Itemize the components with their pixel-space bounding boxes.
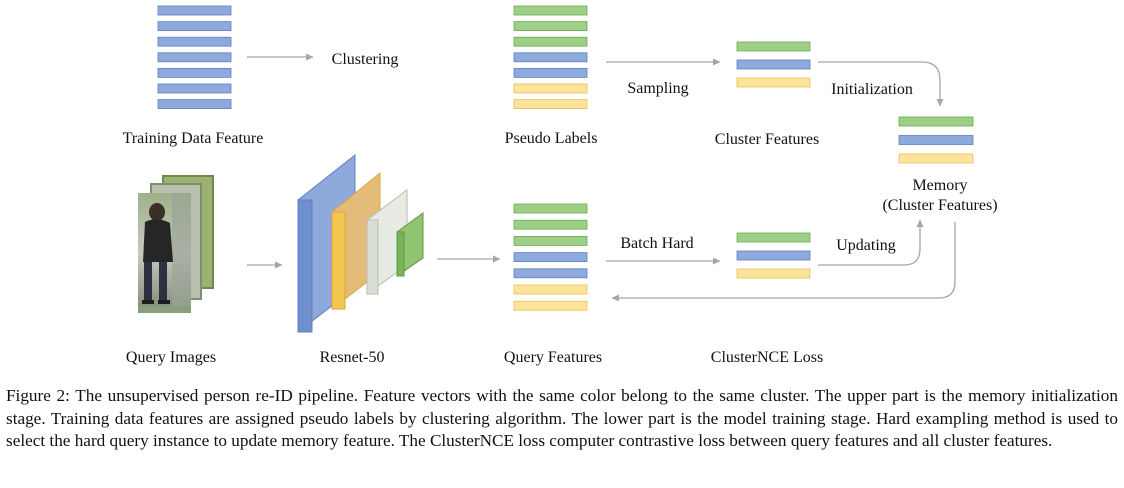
feature-bar-blue: [736, 59, 811, 70]
label-memory-subtitle: (Cluster Features): [882, 197, 997, 214]
label-pseudo-labels: Pseudo Labels: [505, 130, 598, 147]
feature-bar-green: [513, 5, 588, 16]
clusternce-loss-stack: [736, 232, 811, 279]
label-batch-hard: Batch Hard: [620, 235, 693, 252]
feature-bar-yellow: [513, 99, 588, 109]
label-memory: Memory: [912, 177, 967, 194]
feature-bar-yellow: [736, 268, 811, 279]
label-initialization: Initialization: [831, 81, 913, 98]
feature-bar-yellow: [736, 77, 811, 88]
pipeline-diagram: Training Data Feature Clustering Pseudo …: [123, 5, 998, 366]
feature-bar-blue: [513, 268, 588, 279]
arrow-initialization: [818, 61, 944, 107]
resnet50-blocks: [297, 153, 424, 334]
feature-bar-green: [513, 203, 588, 214]
label-training-data-feature: Training Data Feature: [123, 130, 264, 147]
feature-bar-blue: [157, 52, 232, 63]
query-images-picture: [138, 175, 214, 313]
feature-bar-blue: [157, 99, 232, 109]
feature-bar-yellow: [513, 284, 588, 295]
feature-bar-blue: [157, 83, 232, 94]
feature-bar-blue: [157, 36, 232, 47]
figure-caption: Figure 2: The unsupervised person re-ID …: [6, 386, 1118, 451]
feature-bar-yellow: [513, 83, 588, 94]
feature-bar-blue: [513, 252, 588, 263]
feature-bar-blue: [157, 21, 232, 32]
feature-bar-yellow: [513, 300, 588, 311]
feature-bar-blue: [157, 5, 232, 16]
feature-bar-green: [736, 232, 811, 243]
feature-bar-green: [513, 36, 588, 47]
label-clusternce-loss: ClusterNCE Loss: [711, 349, 823, 366]
label-clustering: Clustering: [332, 51, 399, 68]
query-features-stack: [513, 203, 588, 311]
arrow-memory-to-query-features: [611, 222, 956, 302]
feature-bar-blue: [513, 52, 588, 63]
feature-bar-blue: [736, 250, 811, 261]
feature-bar-green: [513, 21, 588, 32]
feature-bar-yellow: [898, 153, 974, 164]
feature-bar-blue: [157, 68, 232, 78]
feature-bar-blue: [898, 135, 974, 145]
arrow-updating: [818, 219, 924, 266]
feature-bar-green: [736, 41, 811, 52]
training-data-feature-stack: [157, 5, 232, 109]
label-cluster-features: Cluster Features: [715, 131, 819, 148]
label-resnet50: Resnet-50: [320, 349, 385, 366]
label-sampling: Sampling: [627, 80, 688, 97]
pseudo-labels-stack: [513, 5, 588, 109]
arrows: [247, 53, 956, 302]
label-query-images: Query Images: [126, 349, 216, 366]
feature-bar-blue: [513, 68, 588, 78]
label-updating: Updating: [836, 237, 896, 254]
feature-bar-green: [898, 116, 974, 127]
cluster-features-stack: [736, 41, 811, 88]
feature-bar-green: [513, 219, 588, 230]
feature-bar-green: [513, 235, 588, 246]
label-query-features: Query Features: [504, 349, 602, 366]
memory-stack: [898, 116, 974, 164]
